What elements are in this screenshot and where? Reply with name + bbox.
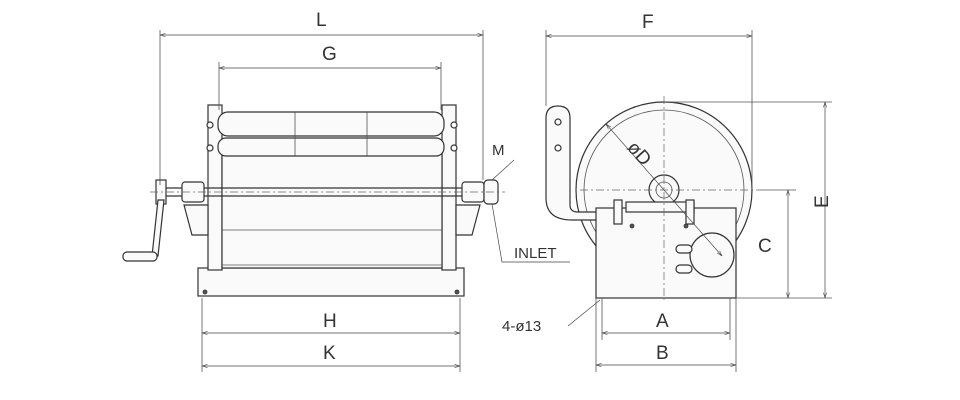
- lower-roller: [217, 137, 445, 157]
- dim-label-G: G: [322, 44, 337, 65]
- left-bearing-bracket: [183, 204, 209, 236]
- front-view: L G H K M INLET: [122, 10, 570, 372]
- dim-label-H: H: [323, 311, 337, 332]
- dim-label-K: K: [323, 343, 336, 364]
- dim-label-A: A: [656, 311, 669, 332]
- dim-label-L: L: [316, 10, 327, 31]
- right-bearing-bracket: [455, 204, 481, 236]
- callout-M: M: [492, 142, 505, 159]
- crank-grip: [122, 251, 158, 262]
- inlet-opening: [689, 232, 735, 278]
- upper-roller: [217, 111, 445, 137]
- front-base-plate: [197, 267, 465, 297]
- dim-label-C: C: [758, 236, 772, 257]
- crank-arm: [151, 199, 165, 257]
- side-frame-arm: [545, 105, 599, 221]
- dim-label-E: E: [812, 195, 833, 208]
- side-view: øD F E C A B 4-ø13: [502, 12, 833, 372]
- callout-inlet: INLET: [514, 245, 557, 262]
- front-drum: [221, 149, 443, 269]
- callout-holes: 4-ø13: [502, 318, 541, 335]
- dim-label-B: B: [656, 343, 669, 364]
- dim-label-F: F: [642, 12, 654, 33]
